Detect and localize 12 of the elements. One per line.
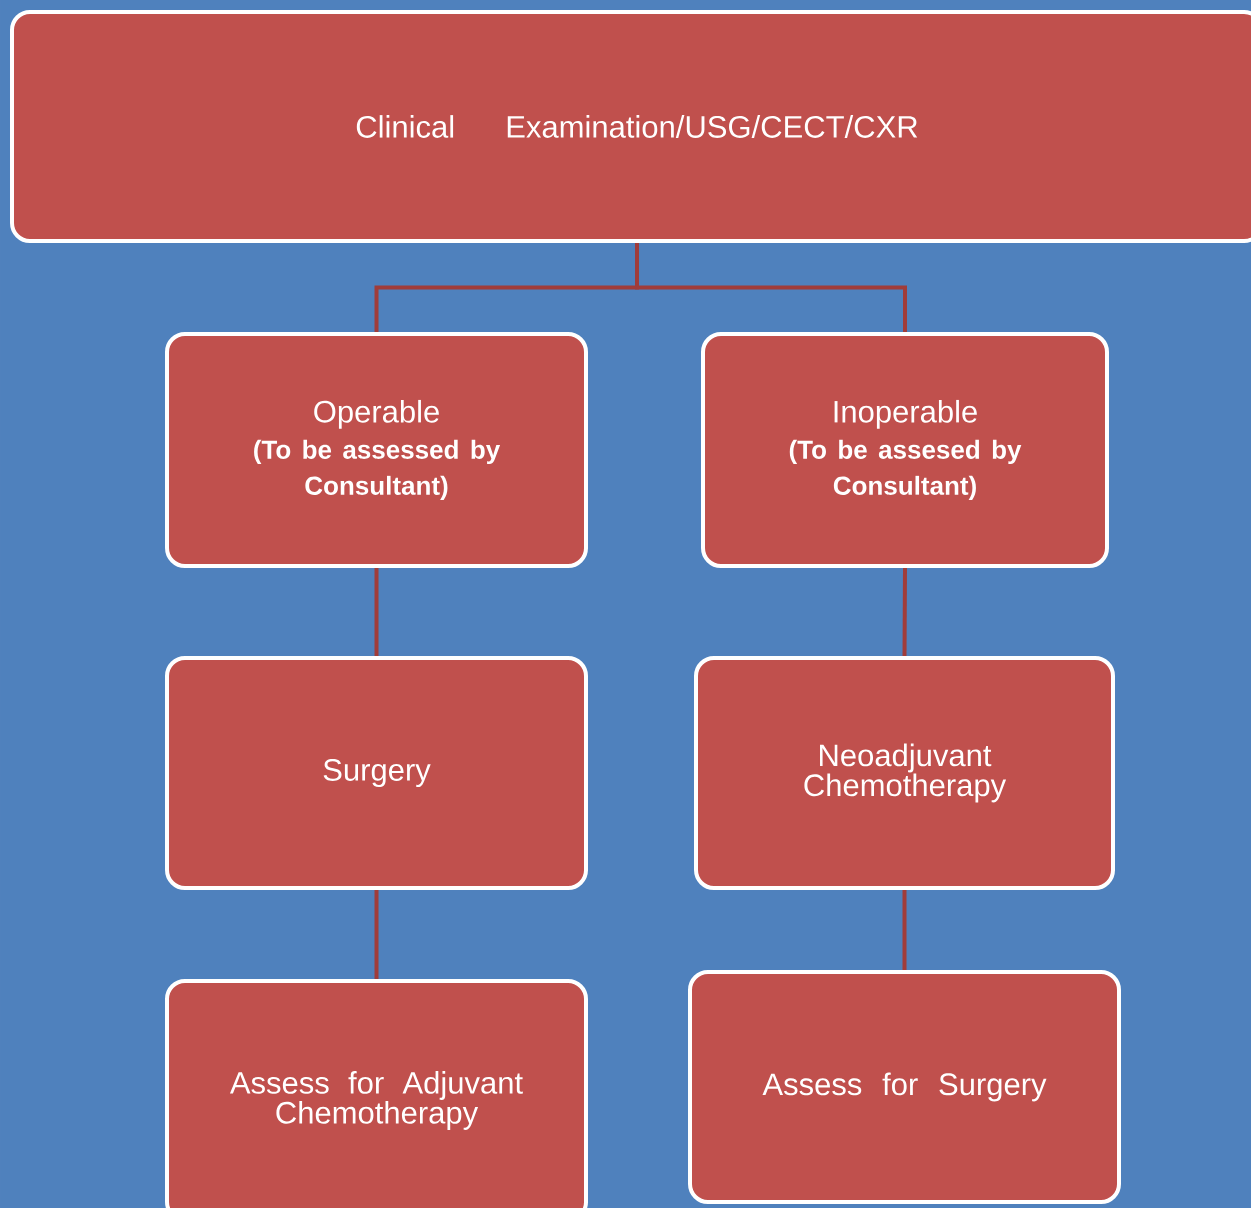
connector-line xyxy=(374,890,379,979)
process-box: Assess for Adjuvant Chemotherapy xyxy=(165,979,588,1208)
connector-line xyxy=(902,568,907,656)
process-box: Assess for Surgery xyxy=(688,970,1121,1204)
connector-line xyxy=(635,243,907,332)
process-box: Operable (To be assessed by Consultant) xyxy=(165,332,588,568)
connector-line xyxy=(374,568,379,656)
process-box: Surgery xyxy=(165,656,588,890)
process-box: Inoperable (To be assesed by Consultant) xyxy=(701,332,1109,568)
process-box: Neoadjuvant Chemotherapy xyxy=(694,656,1115,890)
connector-line xyxy=(902,890,907,970)
process-box: Clinical Examination/USG/CECT/CXR xyxy=(10,10,1251,243)
